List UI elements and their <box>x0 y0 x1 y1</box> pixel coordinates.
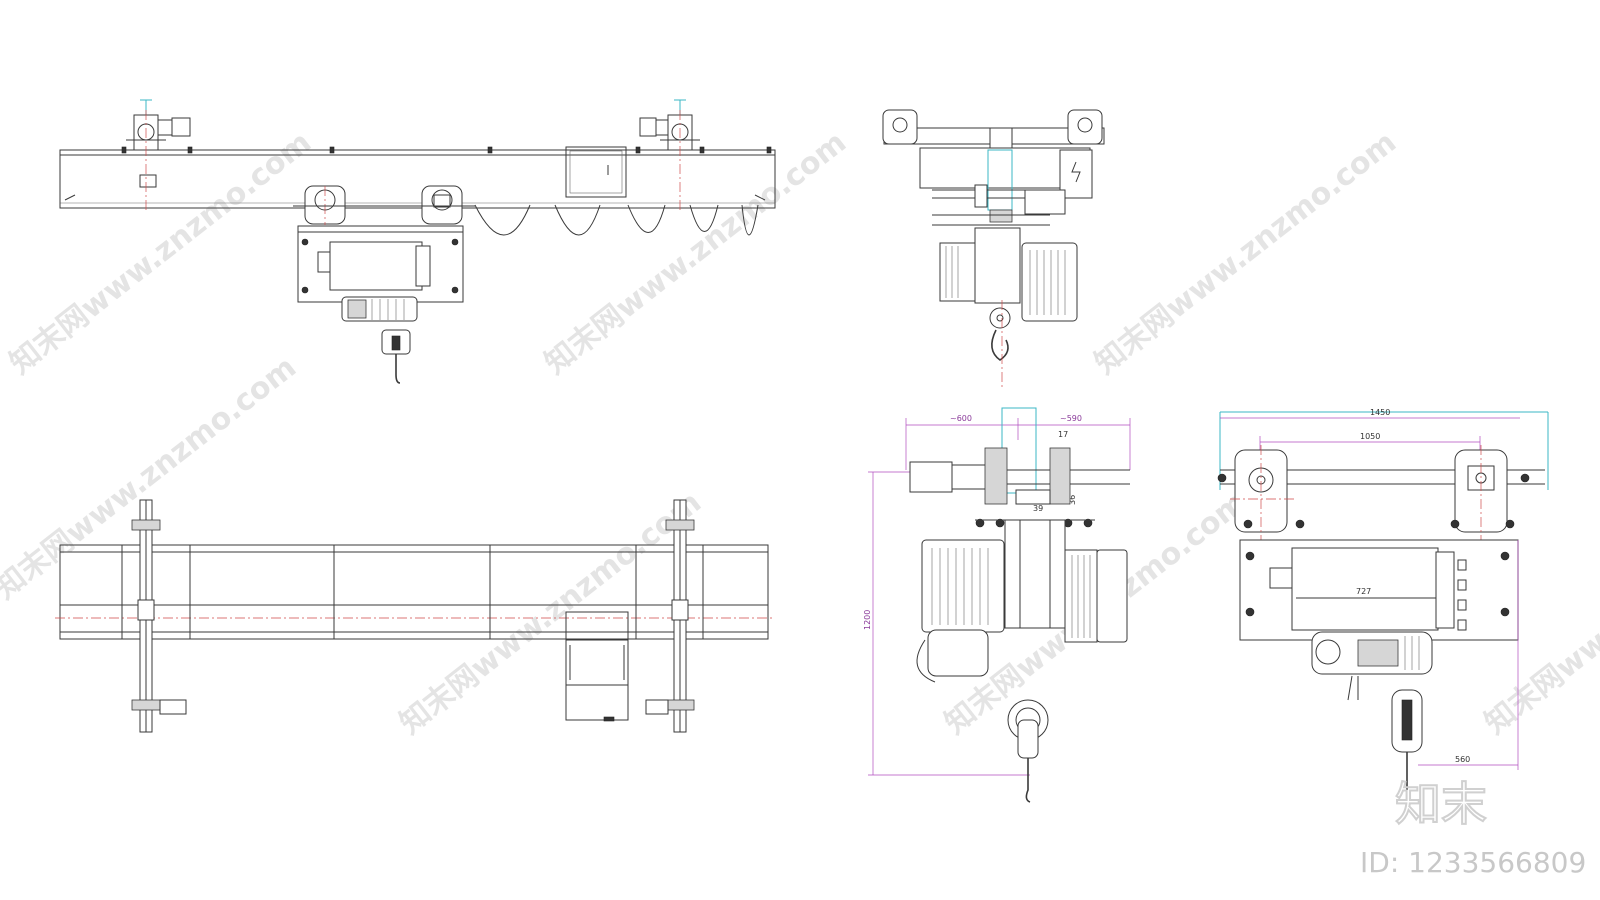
dimension-label: 560 <box>1455 755 1470 764</box>
dimension-label: ~590 <box>1060 414 1082 423</box>
watermark: 知末网www.znzmo.com <box>538 125 853 382</box>
plan-view <box>55 499 775 733</box>
dimension-label: 17 <box>1058 430 1068 439</box>
dimension-label: 1200 <box>863 610 872 630</box>
brand-logo: 知末 <box>1395 777 1487 831</box>
id-label: ID: 1233566809 <box>1360 846 1586 879</box>
dimension-label: ~600 <box>950 414 972 423</box>
dimension-label: 36 <box>1068 495 1077 505</box>
dimension-label: 727 <box>1356 587 1371 596</box>
elevation-view <box>59 99 776 384</box>
side-view-dimensioned: ~600 ~590 17 39 36 1200 <box>863 407 1131 803</box>
side-view-upper <box>882 109 1105 390</box>
front-view-dimensioned: 1450 1050 727 <box>1217 408 1549 790</box>
dimension-label: 1050 <box>1360 432 1380 441</box>
dimension-label: 39 <box>1033 504 1043 513</box>
dimension-label: 1450 <box>1370 408 1390 417</box>
watermark: 知末网www.znzmo.com <box>3 125 318 382</box>
watermark: 知末网www.znzmo.com <box>1088 125 1403 382</box>
